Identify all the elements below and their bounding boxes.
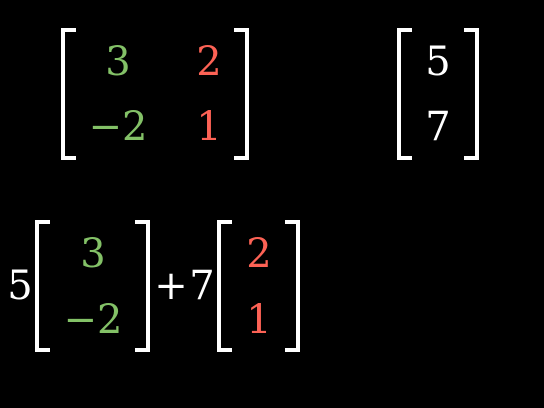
matrix-entry-r1c1: 3 — [105, 39, 131, 85]
scalar-first: 5 — [7, 263, 33, 309]
col1-entry-bottom: −2 — [63, 297, 123, 343]
plus-sign: + — [154, 263, 188, 309]
col1-left-bracket — [35, 220, 50, 352]
col2-entry-bottom: 1 — [246, 297, 272, 343]
vector-entry-bottom: 7 — [425, 104, 451, 150]
col2-left-bracket — [217, 220, 232, 352]
vector-left-bracket — [397, 28, 412, 160]
scalar-second: 7 — [189, 263, 215, 309]
matrix-left-bracket — [61, 28, 76, 160]
matrix-entry-r2c2: 1 — [196, 104, 222, 150]
col1-entry-top: 3 — [80, 231, 106, 277]
col2-right-bracket — [285, 220, 300, 352]
matrix-entry-r1c2: 2 — [196, 39, 222, 85]
matrix-right-bracket — [234, 28, 249, 160]
col2-entry-top: 2 — [246, 231, 272, 277]
col1-right-bracket — [135, 220, 150, 352]
matrix-entry-r2c1: −2 — [88, 104, 148, 150]
vector-right-bracket — [464, 28, 479, 160]
vector-entry-top: 5 — [425, 39, 451, 85]
